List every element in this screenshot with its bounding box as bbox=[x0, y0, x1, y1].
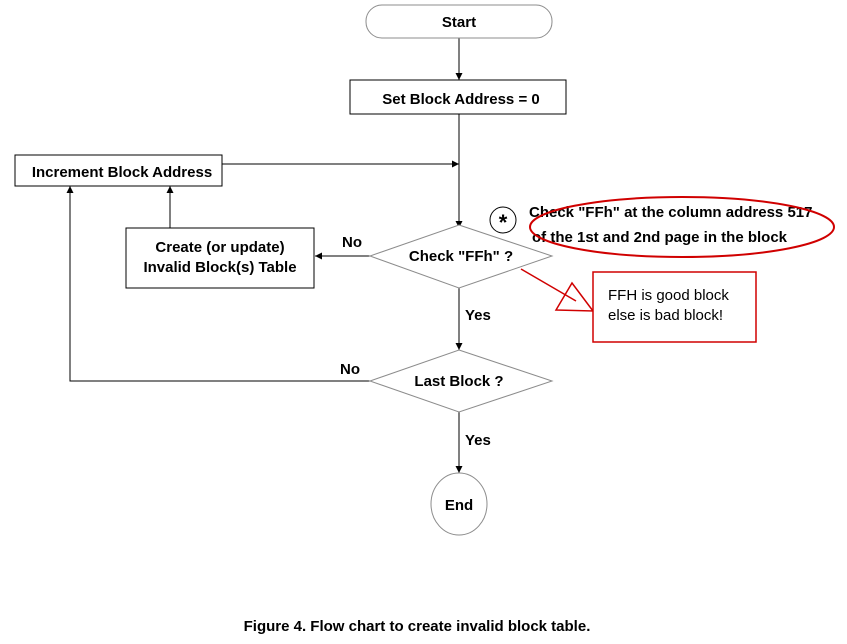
callout-line2: else is bad block! bbox=[608, 307, 723, 324]
node-create-invalid-table-line1: Create (or update) bbox=[155, 239, 284, 256]
node-create-invalid-table-line2: Invalid Block(s) Table bbox=[143, 259, 296, 276]
decision-check-ffh-label: Check "FFh" ? bbox=[409, 248, 513, 265]
edge-label-check-yes: Yes bbox=[465, 307, 491, 324]
callout-pointer-head bbox=[554, 281, 595, 312]
callout-box: FFH is good block else is bad block! bbox=[592, 271, 757, 343]
edge-label-last-no: No bbox=[340, 361, 360, 378]
node-increment-block-address-label: Increment Block Address bbox=[32, 164, 212, 181]
callout-pointer bbox=[520, 268, 577, 302]
node-increment-block-address: Increment Block Address bbox=[14, 154, 223, 187]
decision-last-block: Last Block ? bbox=[368, 349, 554, 413]
annotation-line2: of the 1st and 2nd page in the block bbox=[532, 229, 788, 246]
node-create-invalid-table: Create (or update) Invalid Block(s) Tabl… bbox=[125, 227, 315, 289]
node-start-label: Start bbox=[442, 14, 476, 31]
edge-label-check-no: No bbox=[342, 234, 362, 251]
decision-check-ffh: Check "FFh" ? bbox=[368, 224, 554, 289]
node-end: End bbox=[430, 472, 488, 536]
annotation-highlight-ellipse bbox=[529, 196, 835, 258]
annotation-marker: * bbox=[489, 206, 517, 235]
decision-last-block-label: Last Block ? bbox=[414, 373, 503, 390]
annotation-line1: Check "FFh" at the column address 517 bbox=[529, 204, 812, 221]
node-start: Start bbox=[365, 4, 553, 39]
node-set-block-address-label: Set Block Address = 0 bbox=[382, 91, 539, 108]
annotation-asterisk: * bbox=[499, 210, 508, 235]
edge-last-no bbox=[66, 186, 370, 382]
figure-caption: Figure 4. Flow chart to create invalid b… bbox=[244, 618, 591, 635]
edge-label-last-yes: Yes bbox=[465, 432, 491, 449]
callout-line1: FFH is good block bbox=[608, 287, 729, 304]
node-set-block-address: Set Block Address = 0 bbox=[349, 79, 567, 115]
node-end-label: End bbox=[445, 497, 473, 514]
